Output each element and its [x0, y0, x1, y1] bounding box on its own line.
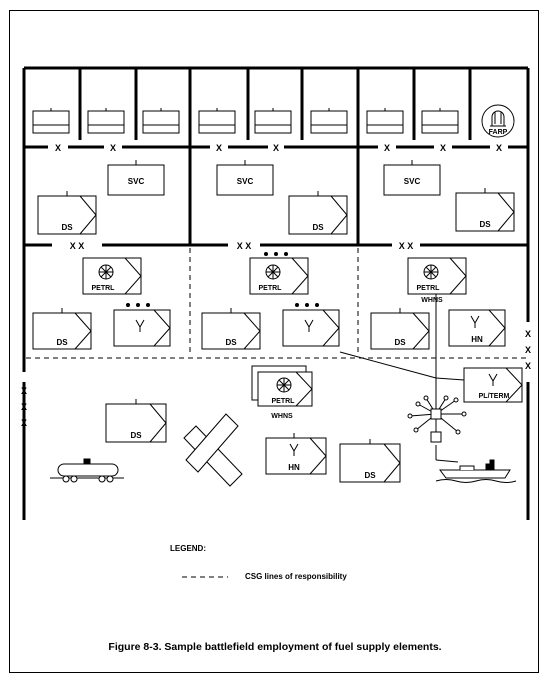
figure-frame — [9, 10, 539, 673]
ds-symbol — [37, 191, 97, 235]
csg-dashed-lines — [26, 248, 526, 359]
forward-unit-symbol — [421, 108, 459, 134]
brigade-marker: X — [110, 143, 116, 153]
petrl-units — [82, 257, 467, 407]
rail-tank-car-icon — [50, 458, 124, 483]
hn-symbol — [448, 309, 506, 347]
svc-boxes — [107, 160, 441, 196]
forward-unit-symbol — [254, 108, 292, 134]
boundary-markers: X X X X X X X X X X X X X X X X X X X — [21, 143, 531, 428]
svc-label: SVC — [237, 177, 254, 186]
ds-label: DS — [225, 338, 237, 347]
farp-label: FARP — [489, 129, 508, 136]
ds-symbol — [370, 308, 430, 350]
legend-title: LEGEND: — [170, 544, 206, 553]
ds-label: DS — [479, 220, 491, 229]
brigade-marker: X — [496, 143, 502, 153]
ds-symbol — [339, 439, 401, 483]
whns-label: WHNS — [271, 413, 293, 420]
ds-label: DS — [312, 223, 324, 232]
forward-unit-boxes — [32, 108, 459, 134]
svc-label: SVC — [128, 177, 145, 186]
petrl-label: PETRL — [272, 398, 296, 405]
svc-label: SVC — [404, 177, 421, 186]
pipeline-network — [407, 395, 467, 443]
forward-unit-symbol — [310, 108, 348, 134]
tanker-ship-icon — [435, 459, 517, 483]
petrl-label: PETRL — [259, 285, 283, 292]
forward-unit-symbol — [142, 108, 180, 134]
division-marker: X X — [399, 241, 414, 251]
brigade-marker: X — [273, 143, 279, 153]
ds-label: DS — [394, 338, 406, 347]
plterm-label: PL/TERM — [479, 393, 510, 400]
ds-symbol — [201, 308, 261, 350]
forward-unit-symbol — [87, 108, 125, 134]
ds-symbol — [455, 188, 515, 232]
corps-marker-right: X — [525, 345, 531, 355]
ds-label: DS — [56, 338, 68, 347]
svc-box — [383, 164, 441, 196]
hn-symbol — [265, 433, 327, 475]
brigade-marker: X — [55, 143, 61, 153]
legend-line-label: CSG lines of responsibility — [245, 572, 347, 581]
echelon-dots — [126, 252, 319, 307]
corps-marker-left: X — [21, 386, 27, 396]
ds-symbol — [32, 308, 92, 350]
forward-unit-symbol — [198, 108, 236, 134]
figure-caption: Figure 8-3. Sample battlefield employmen… — [108, 641, 442, 653]
division-marker: X X — [237, 241, 252, 251]
brigade-marker: X — [440, 143, 446, 153]
corps-marker-right: X — [525, 329, 531, 339]
airfield-icon — [183, 413, 243, 487]
farp-symbol — [481, 104, 515, 138]
petrl-symbol — [407, 257, 467, 295]
brigade-marker: X — [216, 143, 222, 153]
petrl-symbol — [249, 257, 309, 295]
petrl-symbol — [82, 257, 142, 295]
hn-label: HN — [288, 463, 300, 472]
pipeline-lines — [339, 285, 465, 463]
hn-label: HN — [471, 335, 483, 344]
corps-marker-left: X — [21, 402, 27, 412]
supply-boxes — [113, 309, 523, 475]
petrl-label: PETRL — [92, 285, 116, 292]
division-marker: X X — [70, 241, 85, 251]
whns-label: WHNS — [421, 297, 443, 304]
plterm-symbol — [463, 367, 523, 403]
petrl-label: PETRL — [417, 285, 441, 292]
ds-label: DS — [130, 431, 142, 440]
supply-symbol — [282, 309, 340, 347]
boundary-lines — [22, 66, 530, 520]
ds-boxes — [32, 188, 515, 483]
forward-unit-symbol — [32, 108, 70, 134]
corps-marker-right: X — [525, 361, 531, 371]
corps-marker-left: X — [21, 418, 27, 428]
ds-symbol — [288, 191, 348, 235]
brigade-marker: X — [384, 143, 390, 153]
svc-box — [216, 164, 274, 196]
petrl-whns-symbol — [251, 365, 313, 407]
ds-label: DS — [364, 471, 376, 480]
supply-symbol — [113, 309, 171, 347]
forward-unit-symbol — [366, 108, 404, 134]
svc-box — [107, 164, 165, 196]
ds-symbol — [105, 399, 167, 443]
ds-label: DS — [61, 223, 73, 232]
